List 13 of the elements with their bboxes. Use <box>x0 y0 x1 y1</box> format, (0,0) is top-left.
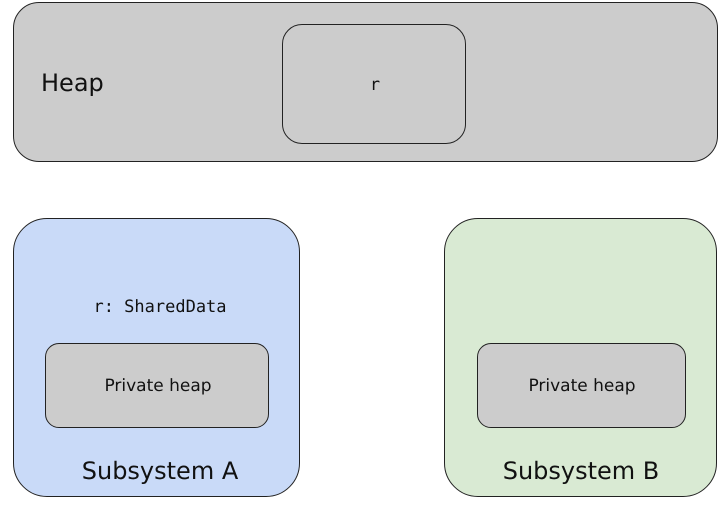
code-label: r <box>370 75 380 95</box>
heap-region <box>13 2 718 162</box>
region-label: Heap <box>41 69 104 97</box>
code-label: r: SharedData <box>93 297 227 317</box>
box-label: Subsystem B <box>502 457 660 485</box>
subsystem-panel <box>13 218 300 497</box>
private-heap-box <box>477 343 686 428</box>
box-label: Subsystem A <box>82 457 238 485</box>
private-heap-box <box>45 343 269 428</box>
box-label: Private heap <box>528 376 636 396</box>
variable-box <box>282 24 466 144</box>
box-label: Private heap <box>104 376 212 396</box>
subsystem-panel <box>444 218 717 497</box>
